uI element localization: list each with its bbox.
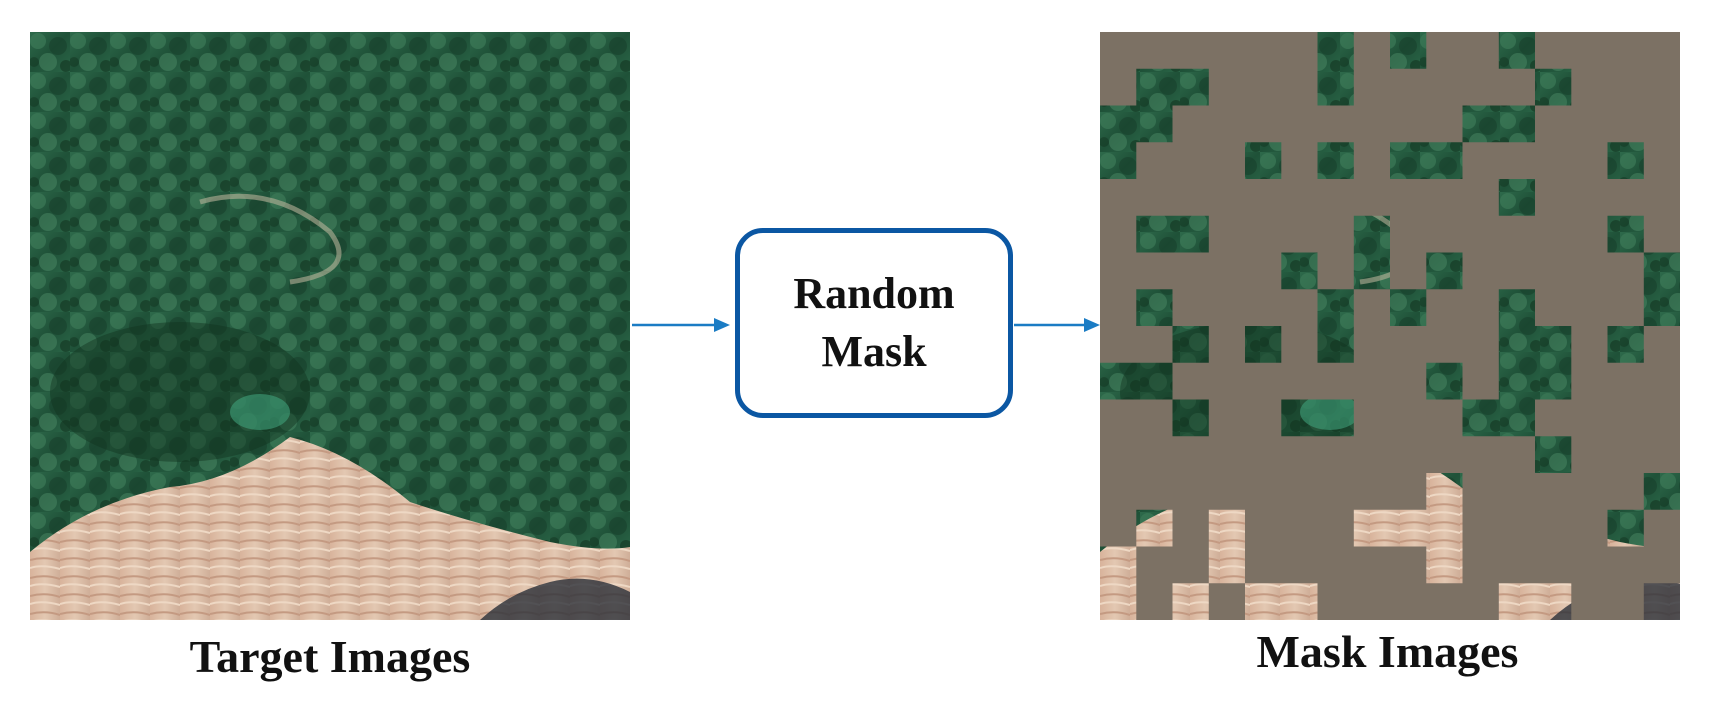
mask-images-caption: Mask Images	[1256, 626, 1519, 677]
target-image	[30, 32, 630, 620]
mask-image	[1100, 32, 1680, 620]
mask-overlay	[1100, 32, 1680, 620]
arrow-input	[632, 318, 730, 332]
arrow-output	[1014, 318, 1100, 332]
process-label-line1: Random	[793, 269, 955, 318]
random-mask-box: Random Mask	[735, 228, 1013, 418]
target-images-caption: Target Images	[189, 631, 471, 682]
process-label-line2: Mask	[821, 327, 927, 376]
